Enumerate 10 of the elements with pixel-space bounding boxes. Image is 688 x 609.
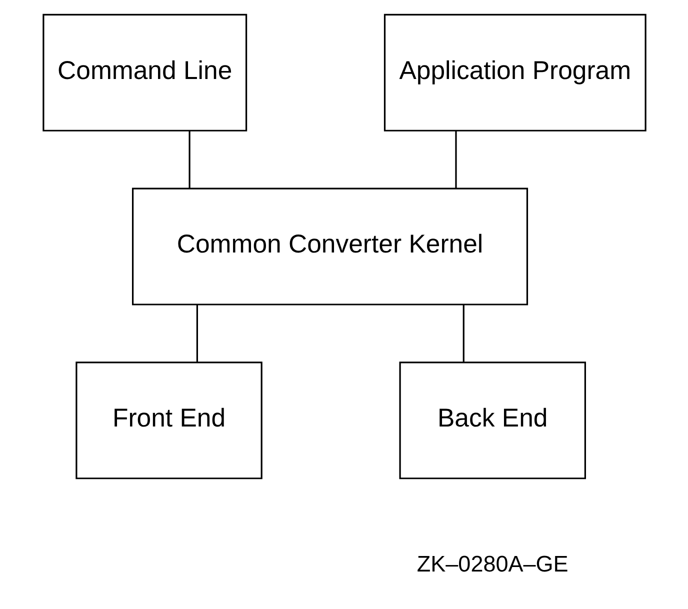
connector (188, 131, 190, 188)
connector (462, 304, 464, 362)
node-box: Command Line (42, 14, 247, 132)
connector (196, 304, 198, 362)
node-box: Front End (75, 362, 262, 480)
connector (454, 131, 456, 188)
label: ZK–0280A–GE (416, 551, 568, 576)
node-box: Back End (398, 362, 586, 480)
node-box: Common Converter Kernel (131, 188, 528, 306)
node-box: Application Program (383, 14, 646, 132)
